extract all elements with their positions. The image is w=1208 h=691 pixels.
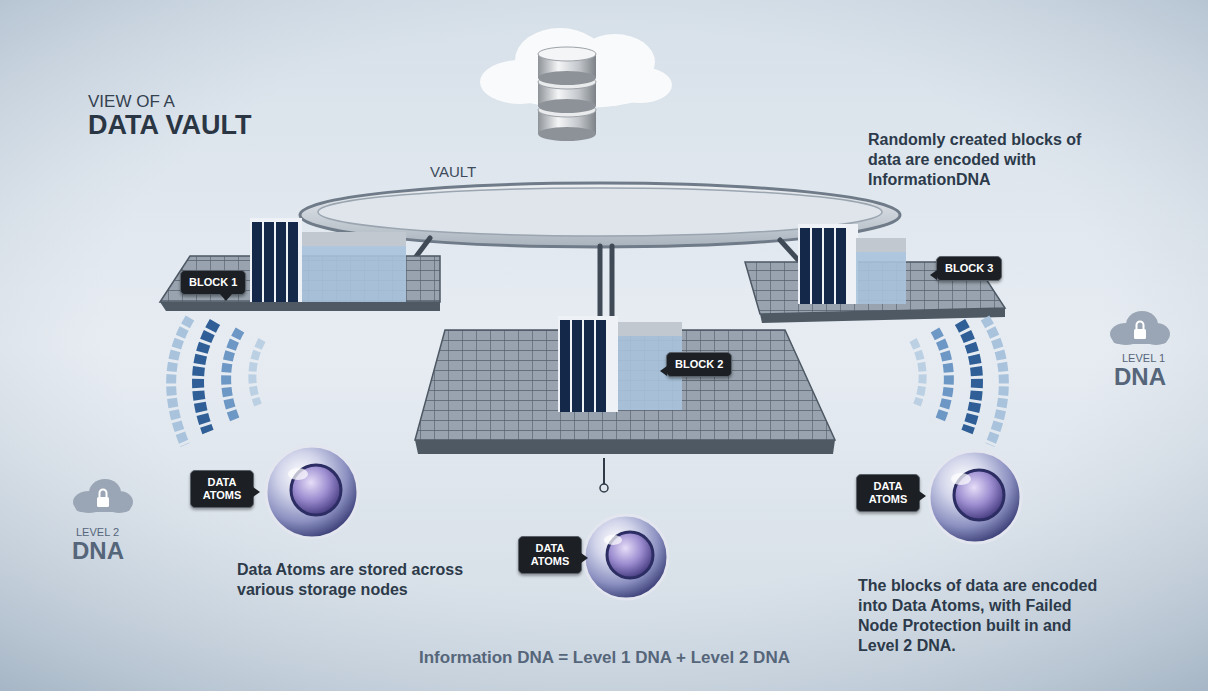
data-atoms-callout: DATA ATOMS bbox=[856, 474, 920, 512]
dna-label: DNA bbox=[1114, 364, 1166, 390]
vault-label: VAULT bbox=[430, 163, 476, 181]
note-text: Data Atoms are stored across various sto… bbox=[237, 560, 477, 600]
diagram-title: DATA VAULT bbox=[88, 110, 251, 140]
callout-text: BLOCK 3 bbox=[945, 262, 993, 275]
title-prefix: VIEW OF A bbox=[88, 92, 175, 112]
note-text: The blocks of data are encoded into Data… bbox=[858, 576, 1113, 656]
caption: Information DNA = Level 1 DNA + Level 2 … bbox=[419, 648, 790, 668]
callout-text: BLOCK 1 bbox=[189, 276, 237, 289]
callout-text: DATA ATOMS bbox=[527, 542, 573, 568]
data-atoms-callout: DATA ATOMS bbox=[190, 470, 254, 508]
block-callout: BLOCK 3 bbox=[936, 256, 1002, 281]
dna-label: DNA bbox=[72, 538, 124, 564]
callout-text: DATA ATOMS bbox=[199, 476, 245, 502]
block-callout: BLOCK 2 bbox=[666, 352, 732, 377]
callout-text: BLOCK 2 bbox=[675, 358, 723, 371]
data-atoms-callout: DATA ATOMS bbox=[518, 536, 582, 574]
note-text: Randomly created blocks of data are enco… bbox=[868, 130, 1108, 190]
block-callout: BLOCK 1 bbox=[180, 270, 246, 295]
callout-text: DATA ATOMS bbox=[865, 480, 911, 506]
